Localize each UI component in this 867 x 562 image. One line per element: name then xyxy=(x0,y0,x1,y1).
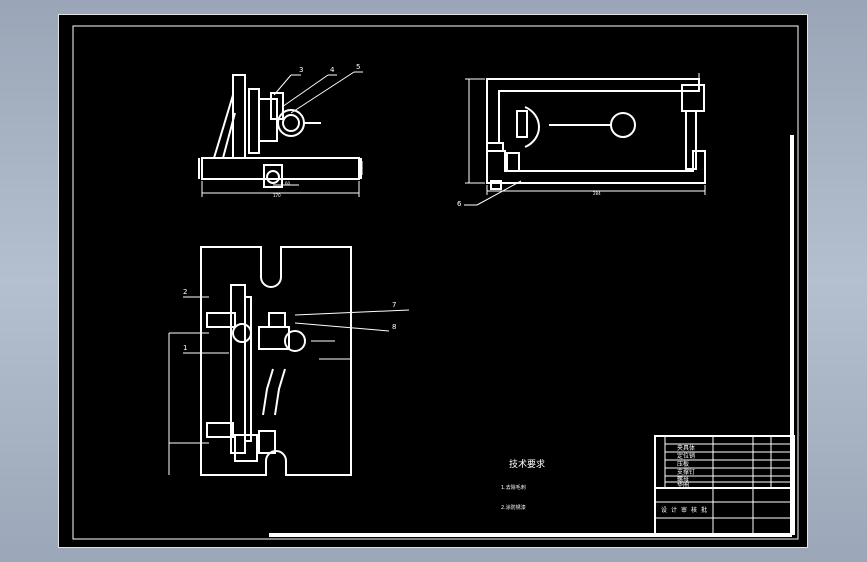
tb-row-6: 垫圈 xyxy=(677,481,689,489)
tech-item-1: 1.去除毛刺 xyxy=(501,484,526,491)
cad-drawing: 3 4 5 6 2 1 7 8 170 60 284 技术要求 1.去除毛刺 2… xyxy=(72,25,799,540)
tech-title: 技术要求 xyxy=(509,458,545,470)
front-view-leaders xyxy=(201,71,363,197)
tb-row-4: 支撑钉 xyxy=(677,468,695,476)
tb-footer-3: 审 xyxy=(681,506,687,514)
tb-footer-4: 核 xyxy=(691,506,697,514)
plan-view xyxy=(200,246,352,476)
balloon-5: 5 xyxy=(356,63,360,71)
plan-view-dims xyxy=(168,296,410,475)
balloon-3: 3 xyxy=(299,66,303,74)
dim-right-width: 284 xyxy=(593,191,601,196)
dim-front-width: 170 xyxy=(273,193,281,198)
balloon-7: 7 xyxy=(392,301,396,309)
balloon-1: 1 xyxy=(183,344,187,352)
balloon-8: 8 xyxy=(392,323,396,331)
front-view xyxy=(198,74,362,188)
title-block-text: 夹具体 定位销 压板 支撑钉 螺母 垫圈 设 计 审 核 批 xyxy=(661,444,707,514)
side-view xyxy=(486,78,706,190)
balloon-2: 2 xyxy=(183,288,187,296)
tb-row-1: 夹具体 xyxy=(677,444,695,452)
side-view-dims xyxy=(464,73,706,206)
tb-row-2: 定位销 xyxy=(677,452,695,460)
tb-footer-2: 计 xyxy=(671,506,677,514)
balloon-labels: 3 4 5 6 2 1 7 8 xyxy=(183,63,462,352)
balloon-6: 6 xyxy=(457,200,462,208)
tb-footer-1: 设 xyxy=(661,506,667,514)
tech-item-2: 2.涂防锈漆 xyxy=(501,504,526,511)
balloon-4: 4 xyxy=(330,66,335,74)
drawing-sheet: 3 4 5 6 2 1 7 8 170 60 284 技术要求 1.去除毛刺 2… xyxy=(58,14,808,548)
dimension-labels: 170 60 284 xyxy=(273,181,601,198)
inner-frame xyxy=(72,25,799,540)
tb-footer-5: 批 xyxy=(701,506,707,514)
tb-row-3: 压板 xyxy=(677,460,689,468)
dim-front-offset: 60 xyxy=(285,181,291,186)
tb-row-5: 螺母 xyxy=(677,475,689,483)
title-block xyxy=(654,435,795,535)
technical-requirements: 技术要求 1.去除毛刺 2.涂防锈漆 xyxy=(501,458,545,511)
